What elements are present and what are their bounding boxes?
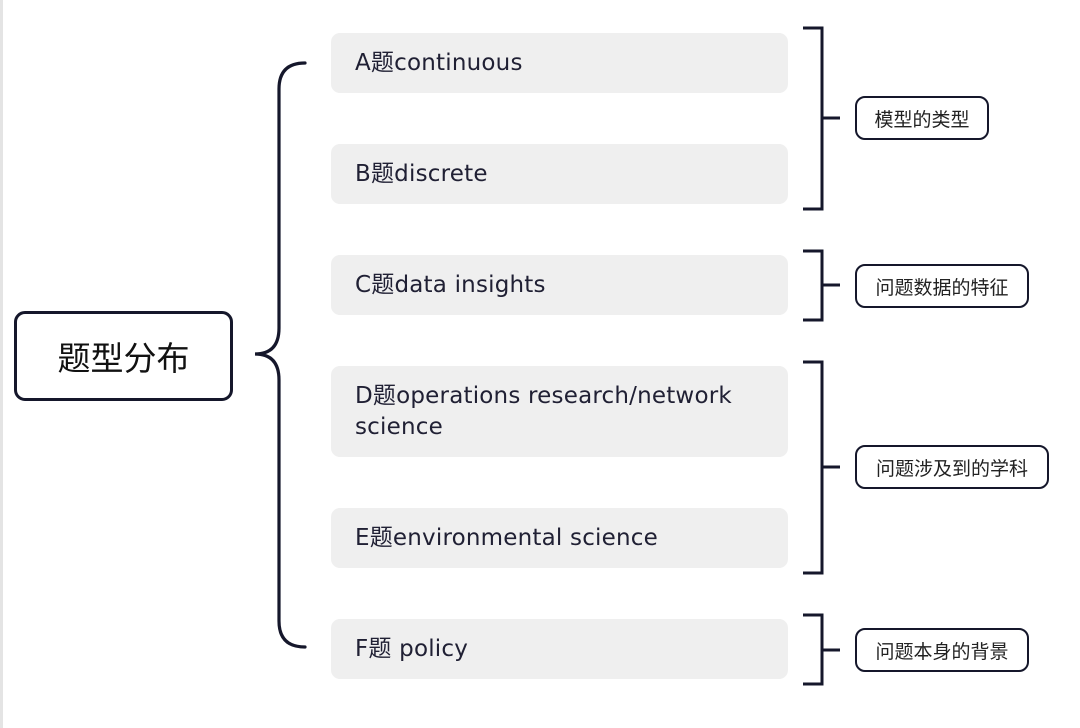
tag-data-features: 问题数据的特征	[855, 264, 1029, 308]
root-node-label: 题型分布	[57, 339, 190, 378]
tag-background-label: 问题本身的背景	[875, 640, 1009, 663]
topic-item-e: E题environmental science	[331, 508, 788, 568]
tag-model-type: 模型的类型	[855, 96, 989, 140]
topic-item-f: F题 policy	[331, 619, 788, 679]
topic-item-e-label: E题environmental science	[355, 524, 658, 551]
topic-item-c: C题data insights	[331, 255, 788, 315]
tag-model-type-label: 模型的类型	[874, 108, 970, 131]
topic-item-b: B题discrete	[331, 144, 788, 204]
topic-item-f-label: F题 policy	[355, 635, 469, 662]
root-node-question-types: 题型分布	[14, 311, 233, 401]
bracket-disciplines	[803, 360, 840, 575]
bracket-model-type	[803, 26, 840, 211]
topic-item-d-label: D题operations research/network science	[355, 382, 732, 440]
topic-item-a: A题continuous	[331, 33, 788, 93]
topic-item-a-label: A题continuous	[355, 49, 523, 76]
tag-background: 问题本身的背景	[855, 628, 1029, 672]
topic-item-c-label: C题data insights	[355, 271, 546, 298]
tag-data-features-label: 问题数据的特征	[875, 276, 1009, 299]
root-curly-brace	[254, 61, 307, 649]
bracket-data-features	[803, 249, 840, 322]
bracket-background	[803, 613, 840, 686]
left-edge-divider	[0, 0, 3, 728]
topic-item-d: D题operations research/network science	[331, 366, 788, 457]
topic-item-b-label: B题discrete	[355, 160, 488, 187]
tag-disciplines-label: 问题涉及到的学科	[875, 457, 1028, 480]
tag-disciplines: 问题涉及到的学科	[855, 445, 1049, 489]
